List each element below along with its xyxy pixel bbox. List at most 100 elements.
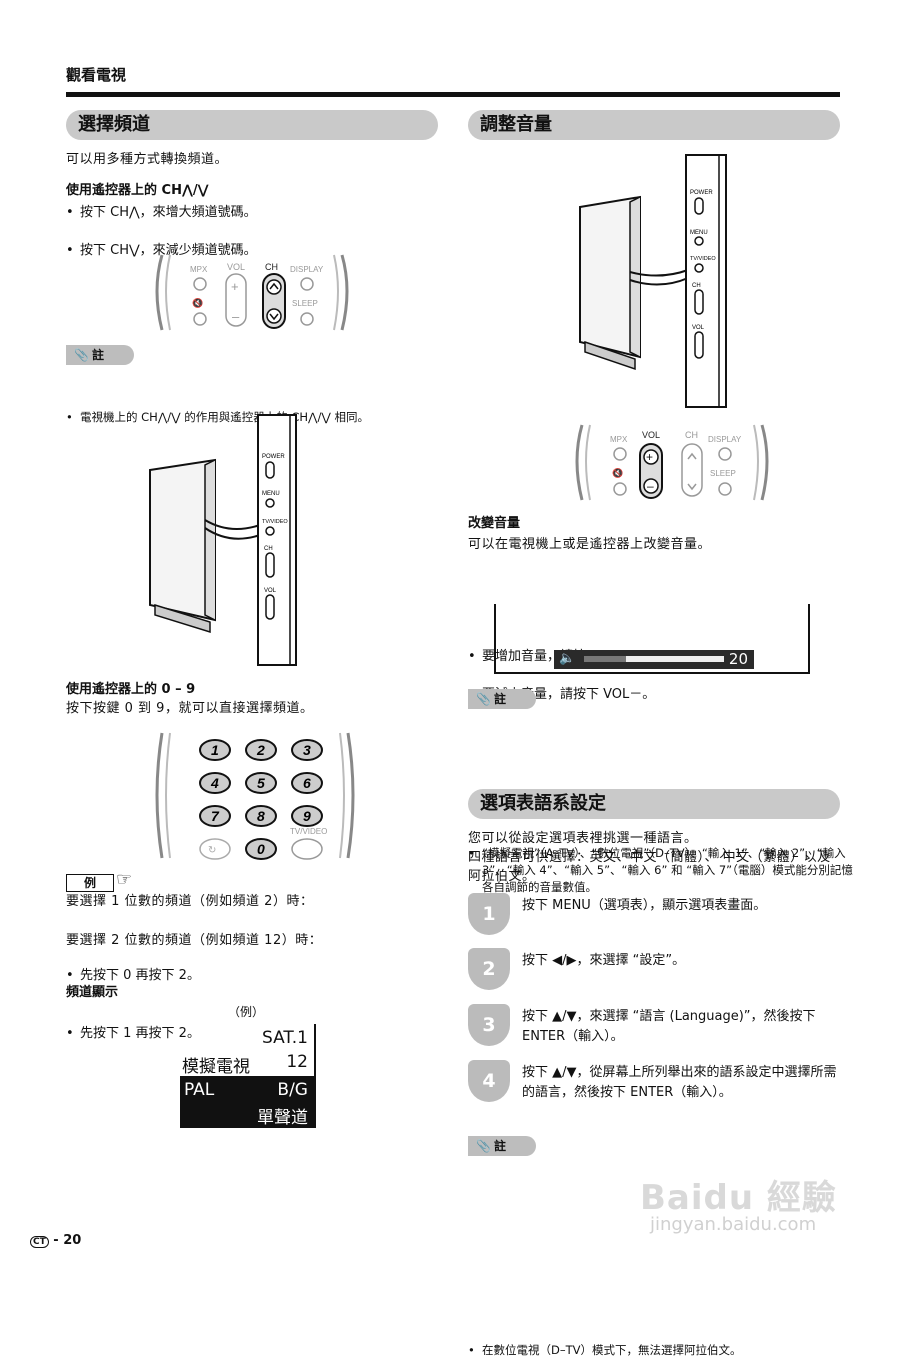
svg-text:CH: CH	[692, 283, 701, 289]
svg-text:VOL: VOL	[692, 325, 705, 331]
step-3-number: 3	[468, 1004, 510, 1046]
key-label-0: 0	[257, 841, 265, 857]
subheading-channel-display: 頻道顯示	[66, 985, 119, 1000]
example-line-1: 要選擇 1 位數的頻道（例如頻道 2）時：	[66, 894, 314, 909]
bullet-ch-up: 按下 CH⋀，來增大頻道號碼。	[66, 203, 906, 222]
key-label-6: 6	[303, 775, 311, 791]
key-5	[245, 772, 277, 794]
paperclip-icon: 📎	[74, 348, 89, 362]
tv-side-illustration: POWER MENU TV/VIDEO CH VOL	[149, 414, 297, 666]
remote-vol-illustration: MPX 🔇 VOL + – CH DISPLAY SLEEP	[575, 424, 769, 501]
key-7	[199, 805, 231, 827]
keypad-tvvideo-label: TV/VIDEO	[290, 827, 327, 836]
key-label-9: 9	[303, 808, 311, 824]
pointing-hand-icon: ☞	[116, 869, 133, 890]
vol-label: VOL	[227, 262, 245, 272]
section-heading-language: 選項表語系設定	[468, 789, 840, 819]
step-4-text: 按下 ▲/▼，從屏幕上所列舉出來的語系設定中選擇所需的語言，然後按下 ENTER…	[522, 1065, 837, 1100]
volume-osd-screen: 🔈 20	[494, 604, 810, 674]
bullet-ch-down: 按下 CH⋁，來減少頻道號碼。	[66, 241, 906, 260]
key-3	[291, 739, 323, 761]
key-label-1: 1	[211, 742, 219, 758]
note-volume-text: “模擬電視”（A–TV）、“數位電視”（D–TV）、“輸入 1”、“輸入 2”、…	[468, 845, 856, 896]
svg-text:SLEEP: SLEEP	[710, 469, 736, 478]
example-line-4: 先按下 1 再按下 2。	[66, 1024, 906, 1043]
paperclip-icon: 📎	[476, 692, 491, 706]
svg-text:MPX: MPX	[610, 435, 628, 444]
svg-text:🔇: 🔇	[612, 467, 623, 478]
note-language-text: 在數位電視（D–TV）模式下，無法選擇阿拉伯文。	[468, 1342, 856, 1359]
channel-display-osd: SAT.1 模擬電視 12 PAL B/G 單聲道	[180, 1024, 316, 1128]
volume-bar: 🔈 20	[554, 650, 754, 669]
osd-mode: 模擬電視	[182, 1057, 250, 1077]
mute-icon: 🔇	[192, 297, 203, 308]
key-label-4: 4	[210, 775, 219, 791]
key-label-3: 3	[303, 742, 311, 758]
flashback-icon: ↻	[208, 845, 216, 856]
page-number: 20	[63, 1233, 82, 1248]
watermark-url: jingyan.baidu.com	[650, 1214, 817, 1235]
paperclip-icon: 📎	[476, 1139, 491, 1153]
step-3-text: 按下 ▲/▼，來選擇 “語言 (Language)”，然後按下 ENTER（輸入…	[522, 1009, 816, 1044]
flashback-key	[199, 838, 231, 860]
svg-text:VOL: VOL	[264, 588, 277, 594]
subheading-number-keys: 使用遙控器上的 0 – 9	[66, 682, 196, 697]
svg-text:CH: CH	[685, 430, 698, 440]
section-heading-select-channel: 選擇頻道	[66, 110, 438, 140]
key-9	[291, 805, 323, 827]
svg-text:+: +	[231, 279, 239, 294]
watermark-logo: Baidu 經驗	[640, 1178, 837, 1218]
step-2-number: 2	[468, 948, 510, 990]
step-1-number: 1	[468, 893, 510, 935]
svg-text:CH: CH	[264, 546, 273, 552]
svg-text:DISPLAY: DISPLAY	[708, 435, 742, 444]
svg-text:+: +	[646, 450, 653, 464]
volume-track	[584, 656, 724, 662]
intro-text: 可以用多種方式轉換頻道。	[66, 152, 229, 167]
osd-system: PAL	[184, 1080, 215, 1100]
key-label-2: 2	[256, 742, 265, 758]
subheading-ch-buttons: 使用遙控器上的 CH⋀/⋁	[66, 183, 209, 198]
key-label-7: 7	[211, 808, 220, 824]
osd-band: B/G	[277, 1080, 308, 1100]
osd-channel: 12	[286, 1052, 308, 1072]
speaker-icon: 🔈	[559, 651, 576, 666]
volume-value: 20	[728, 650, 748, 668]
ch-label: CH	[265, 262, 278, 272]
step-4-number: 4	[468, 1060, 510, 1102]
running-title: 觀看電視	[66, 66, 127, 84]
step-2-text: 按下 ◀/▶，來選擇 “設定”。	[522, 953, 686, 968]
svg-text:POWER: POWER	[262, 454, 285, 460]
svg-text:MENU: MENU	[262, 491, 280, 497]
subheading-change-volume: 改變音量	[468, 516, 521, 531]
svg-text:–: –	[232, 309, 240, 324]
step-1-text: 按下 MENU（選項表），顯示選項表畫面。	[522, 898, 767, 913]
key-0	[245, 838, 277, 860]
page-footer: CT - 20	[30, 1233, 81, 1248]
osd-sat: SAT.1	[261, 1028, 308, 1048]
remote-ch-illustration: MPX 🔇 VOL + – CH DISPLAY SLEEP	[155, 254, 349, 331]
svg-text:MENU: MENU	[690, 230, 708, 236]
note-badge-volume: 📎註	[468, 689, 536, 709]
change-volume-text: 可以在電視機上或是遙控器上改變音量。	[468, 537, 712, 552]
language-options: 四種語言可供選擇：英文、中文（簡體）、 中文（繁體）以及阿拉伯文。	[468, 850, 831, 884]
key-1	[199, 739, 231, 761]
svg-text:–: –	[647, 479, 654, 493]
osd-audio: 單聲道	[257, 1108, 308, 1128]
svg-text:POWER: POWER	[690, 190, 713, 196]
svg-text:VOL: VOL	[642, 430, 660, 440]
ct-badge: CT	[30, 1236, 49, 1248]
key-8	[245, 805, 277, 827]
svg-text:TV/VIDEO: TV/VIDEO	[262, 519, 288, 525]
number-keys-text: 按下按鍵 0 到 9，就可以直接選擇頻道。	[66, 701, 314, 716]
key-4	[199, 772, 231, 794]
sleep-label: SLEEP	[292, 299, 318, 308]
tv-side-volume-illustration: POWER MENU TV/VIDEO CH VOL	[579, 154, 727, 408]
note-badge-language: 📎註	[468, 1136, 536, 1156]
svg-text:TV/VIDEO: TV/VIDEO	[690, 256, 716, 262]
key-label-8: 8	[257, 808, 265, 824]
display-caption: （例）	[228, 1005, 265, 1019]
example-line-2: 先按下 0 再按下 2。	[66, 966, 906, 985]
section-heading-volume: 調整音量	[468, 110, 840, 140]
